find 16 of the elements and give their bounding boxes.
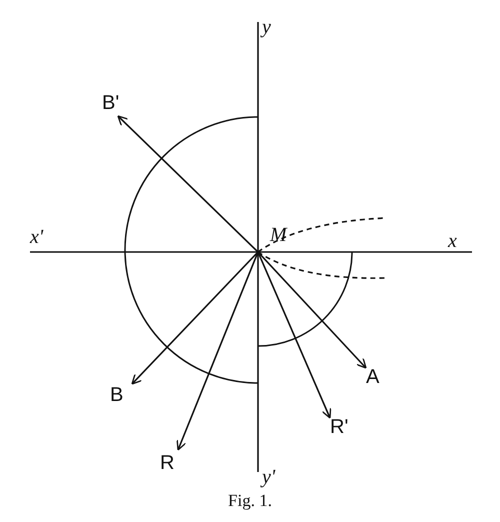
vector-label: B — [110, 384, 124, 406]
vector-label: R — [160, 452, 174, 474]
axis-label: x' — [30, 226, 44, 248]
vector-arrow — [117, 115, 259, 253]
vector-label: B' — [102, 92, 120, 114]
vector-arrow — [176, 252, 259, 451]
vector-label: R' — [330, 416, 348, 438]
vector-arrow — [131, 251, 259, 385]
vector-arrow — [257, 252, 332, 419]
axis-label: y' — [262, 466, 276, 488]
vector-arrow — [257, 251, 367, 369]
point-label: M — [270, 224, 287, 246]
vector-label: A — [366, 366, 380, 388]
figure-caption: Fig. 1. — [227, 490, 273, 512]
axis-label: y — [262, 16, 271, 38]
axis-label: x — [448, 230, 457, 252]
